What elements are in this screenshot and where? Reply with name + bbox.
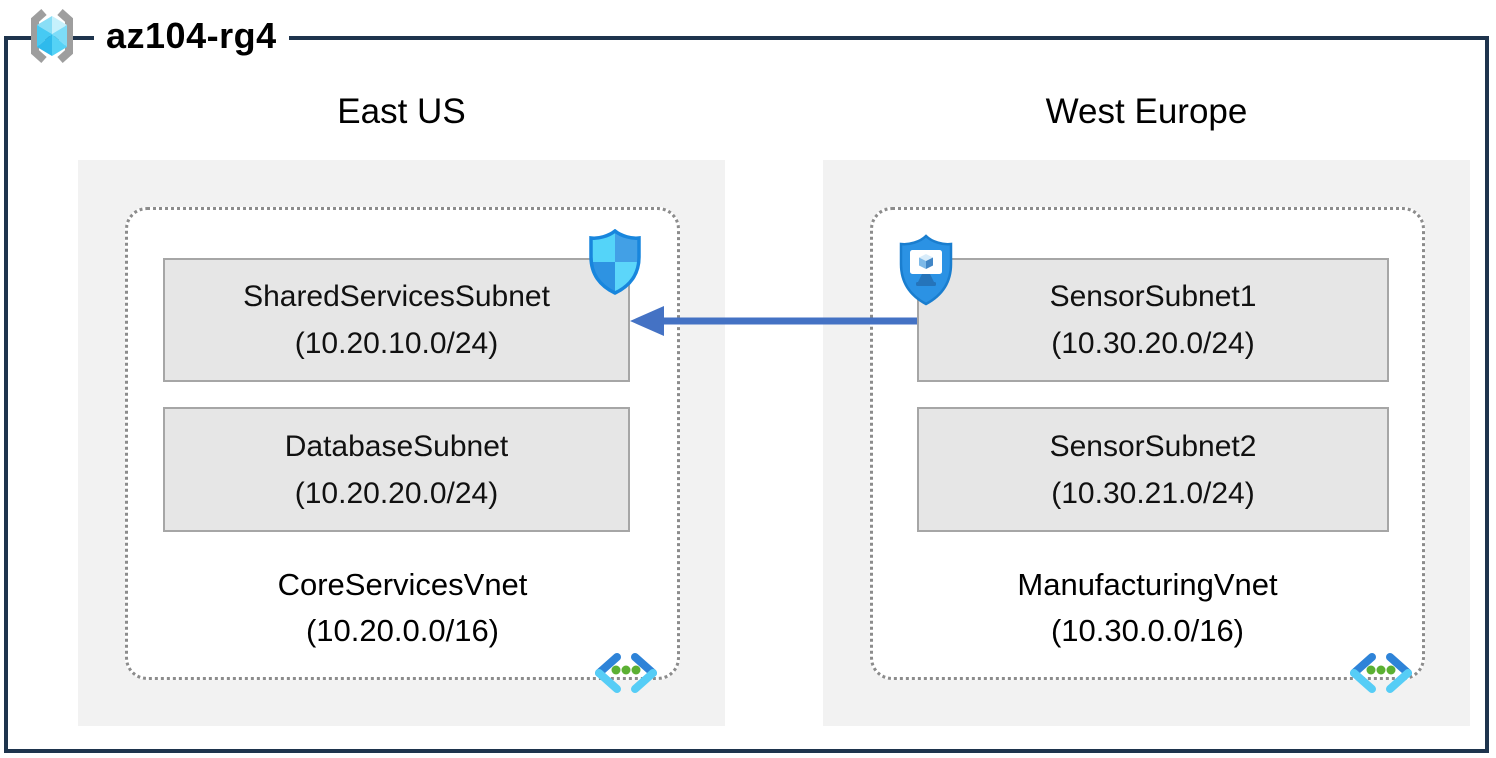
subnet-name: SensorSubnet1	[1049, 280, 1257, 313]
vnet-manufacturing: SensorSubnet1 (10.30.20.0/24) SensorSubn…	[870, 207, 1425, 693]
resource-group-boundary	[4, 36, 1489, 753]
resource-group-name: az104-rg4	[94, 13, 289, 59]
resource-group-header: az104-rg4	[16, 5, 289, 67]
subnet-cidr: (10.20.10.0/24)	[294, 327, 499, 360]
subnet-cidr: (10.30.20.0/24)	[1051, 327, 1255, 360]
region-title-east-us: East US	[337, 92, 466, 131]
subnet-sharedservices: SharedServicesSubnet (10.20.10.0/24)	[163, 258, 630, 382]
subnet-sensor2: SensorSubnet2 (10.30.21.0/24)	[917, 407, 1389, 532]
region-title-west-europe: West Europe	[1045, 92, 1248, 131]
defender-device-shield-icon	[899, 234, 953, 306]
vnet-name: ManufacturingVnet	[1017, 567, 1278, 602]
peering-arrow	[630, 306, 917, 336]
virtual-network-icon	[595, 653, 657, 693]
vnet-cidr: (10.20.0.0/16)	[305, 613, 500, 648]
vnet-label-manufacturing: ManufacturingVnet (10.30.0.0/16)	[873, 562, 1422, 654]
virtual-network-icon	[1350, 653, 1412, 693]
subnet-database: DatabaseSubnet (10.20.20.0/24)	[163, 407, 630, 532]
azure-resource-group-icon	[31, 9, 73, 63]
vnet-label-coreservices: CoreServicesVnet (10.20.0.0/16)	[128, 562, 677, 654]
subnet-name: SharedServicesSubnet	[243, 280, 550, 313]
vnet-name: CoreServicesVnet	[277, 567, 528, 602]
subnet-cidr: (10.20.20.0/24)	[294, 476, 499, 510]
vnet-cidr: (10.30.0.0/16)	[1050, 613, 1245, 648]
vnet-coreservices: SharedServicesSubnet (10.20.10.0/24) Dat…	[125, 207, 680, 693]
region-east-us: SharedServicesSubnet (10.20.10.0/24) Dat…	[78, 160, 725, 726]
defender-shield-icon	[589, 229, 641, 295]
subnet-name: DatabaseSubnet	[284, 429, 509, 463]
subnet-sensor1: SensorSubnet1 (10.30.20.0/24)	[917, 258, 1389, 382]
subnet-name: SensorSubnet2	[1049, 429, 1257, 463]
subnet-cidr: (10.30.21.0/24)	[1051, 476, 1255, 510]
